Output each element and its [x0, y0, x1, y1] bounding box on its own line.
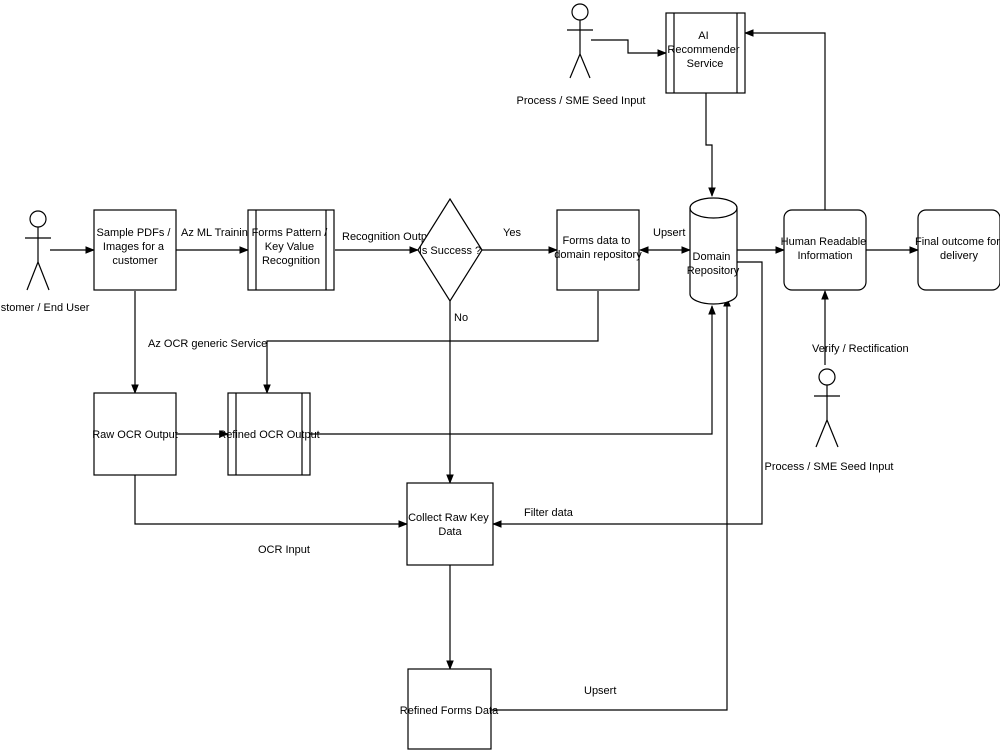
node-human-readable-label: Human Readable Information: [781, 236, 870, 262]
node-refined-forms: Refined Forms Data: [400, 668, 499, 750]
node-refined-ocr: Refined OCR Output: [218, 392, 320, 476]
actor-sme-bottom-label: Process / SME Seed Input: [764, 461, 893, 473]
node-forms-pattern-label: Forms Pattern / Key Value Recognition: [252, 227, 331, 267]
node-human-readable-box: [783, 209, 867, 291]
label-az-ml-training: Az ML Training: [181, 227, 254, 239]
edge-ai-to-repo: [705, 93, 716, 197]
node-sample-pdfs-box: [93, 209, 177, 291]
label-upsert-bottom: Upsert: [584, 685, 616, 697]
node-raw-ocr-label: Raw OCR Output: [92, 429, 178, 441]
edge-sme-to-ai: [591, 39, 667, 57]
actor-customer: Customer / End User: [0, 210, 90, 314]
node-sample-pdfs: Sample PDFs / Images for a customer: [93, 209, 177, 291]
actor-sme-top-label: Process / SME Seed Input: [516, 95, 645, 107]
edge-raw-ocr-input: [134, 475, 408, 528]
label-az-ocr-generic: Az OCR generic Service: [148, 338, 267, 350]
node-raw-ocr: Raw OCR Output: [92, 392, 178, 476]
node-forms-pattern-box: [247, 209, 335, 291]
node-forms-data-repo-label: Forms data to domain repository: [554, 235, 642, 261]
node-domain-repository: Domain Repository: [687, 197, 740, 305]
label-filter-data: Filter data: [524, 507, 574, 519]
node-refined-ocr-box: [227, 392, 311, 476]
node-refined-forms-label: Refined Forms Data: [400, 705, 499, 717]
node-collect-raw-label: Collect Raw Key Data: [408, 512, 492, 538]
actor-customer-label: Customer / End User: [0, 302, 90, 314]
node-human-readable: Human Readable Information: [781, 209, 870, 291]
node-refined-ocr-label: Refined OCR Output: [218, 429, 320, 441]
label-upsert-top: Upsert: [653, 227, 685, 239]
edge-forms-data-to-refined-ocr: [263, 291, 599, 394]
label-no: No: [454, 312, 468, 324]
node-domain-repository-cylinder: [689, 197, 738, 305]
node-collect-raw-box: [406, 482, 494, 566]
actor-sme-top: Process / SME Seed Input: [516, 3, 646, 107]
node-final-outcome: Final outcome for delivery: [915, 209, 1000, 291]
node-is-success: Is Success ?: [417, 197, 483, 303]
node-is-success-label: Is Success ?: [419, 245, 481, 257]
node-sample-pdfs-label: Sample PDFs / Images for a customer: [96, 227, 173, 267]
node-forms-data-repo-box: [556, 209, 640, 291]
node-final-outcome-label: Final outcome for delivery: [915, 236, 1000, 262]
nodes: Sample PDFs / Images for a customer Form…: [92, 12, 1000, 750]
edge-repo-filter-data: [492, 261, 763, 528]
node-forms-pattern: Forms Pattern / Key Value Recognition: [247, 209, 335, 291]
label-recognition-output: Recognition Output: [342, 231, 436, 243]
node-final-outcome-box: [917, 209, 1000, 291]
node-raw-ocr-box: [93, 392, 177, 476]
edge-human-to-ai: [744, 29, 826, 210]
label-ocr-input: OCR Input: [258, 544, 310, 556]
edge-refined-forms-upsert: [491, 297, 731, 711]
node-ai-recommender-box: [665, 12, 746, 94]
edge-refined-ocr-to-repo: [310, 305, 716, 435]
actor-sme-bottom: Process / SME Seed Input: [764, 368, 894, 473]
node-ai-recommender-label: AI Recommender Service: [667, 30, 742, 70]
node-domain-repository-label: Domain Repository: [687, 251, 740, 277]
label-yes: Yes: [503, 227, 521, 239]
node-ai-recommender: AI Recommender Service: [665, 12, 746, 94]
person-icon: [814, 368, 840, 448]
node-is-success-diamond: [417, 197, 483, 303]
edge-labels: Az ML Training Recognition Output Yes No…: [148, 227, 909, 697]
node-collect-raw: Collect Raw Key Data: [406, 482, 494, 566]
edges: [50, 29, 919, 711]
node-forms-data-repo: Forms data to domain repository: [554, 209, 642, 291]
label-verify: Verify / Rectification: [812, 343, 909, 355]
person-icon: [567, 3, 593, 79]
node-refined-forms-box: [407, 668, 492, 750]
person-icon: [25, 210, 51, 291]
